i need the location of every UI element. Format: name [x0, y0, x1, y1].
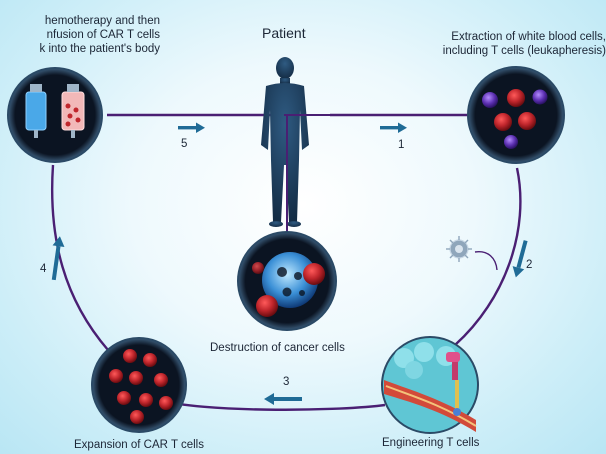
- infusion-label-line-3: k into the patient's body: [39, 43, 160, 55]
- loop-line-right: [454, 167, 522, 346]
- step-4-number: 4: [40, 263, 47, 275]
- arrow-step-1: [380, 122, 407, 133]
- arrow-step-5: [178, 122, 205, 133]
- t-cell-engineering-circle: [381, 336, 479, 434]
- step-1-number: 1: [398, 139, 405, 151]
- white-blood-cells-circle: [467, 66, 565, 164]
- destruction-label: Destruction of cancer cells: [210, 342, 345, 354]
- blue-bag-icon: [25, 91, 47, 131]
- infusion-label-line-1: hemotherapy and then: [44, 15, 160, 27]
- patient-label: Patient: [262, 25, 306, 41]
- infusion-label-line-2: nfusion of CAR T cells: [46, 29, 160, 41]
- extraction-label-line-2: including T cells (leukapheresis): [442, 45, 606, 57]
- extraction-label: Extraction of white blood cells, includi…: [416, 30, 606, 58]
- step-2-number: 2: [526, 259, 533, 271]
- engineering-label: Engineering T cells: [382, 437, 480, 449]
- patient-figure: [261, 57, 309, 227]
- infusion-label: hemotherapy and then nfusion of CAR T ce…: [0, 14, 160, 56]
- step-5-number: 5: [181, 138, 188, 150]
- arrow-step-4: [51, 236, 65, 281]
- arrow-step-3: [264, 393, 302, 405]
- arrow-step-2: [512, 240, 528, 278]
- step-arrows: [51, 122, 528, 405]
- car-t-bag-icon: [61, 91, 85, 131]
- expansion-label: Expansion of CAR T cells: [74, 439, 204, 451]
- extraction-label-line-1: Extraction of white blood cells,: [451, 31, 606, 43]
- car-t-expansion-circle: [91, 337, 187, 433]
- cancer-destruction-circle: [237, 231, 337, 331]
- virus-vector-icon: [446, 236, 498, 271]
- loop-line-left: [50, 164, 109, 351]
- infusion-bags-circle: [7, 67, 103, 163]
- step-3-number: 3: [283, 376, 290, 388]
